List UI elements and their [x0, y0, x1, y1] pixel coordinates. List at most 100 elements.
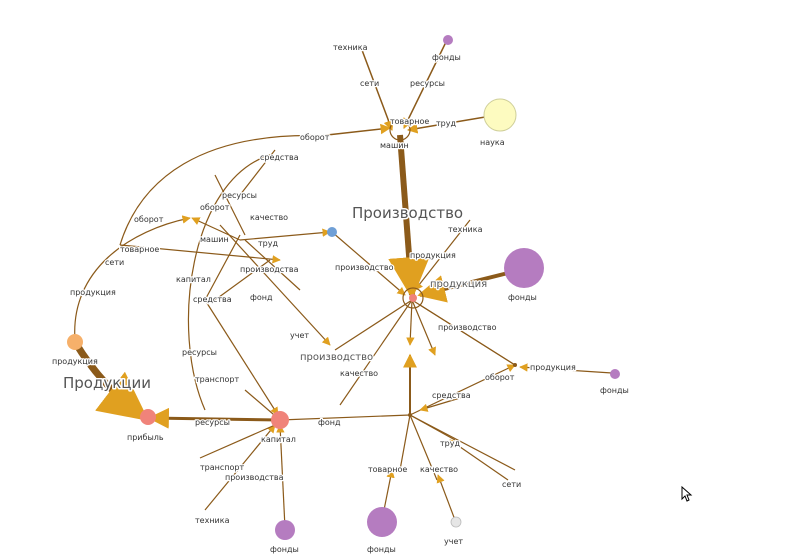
- labels: Производство Продукции производство прод…: [51, 42, 630, 556]
- edge-mesh2: [119, 244, 281, 264]
- node-salmon-mid[interactable]: [271, 411, 289, 429]
- edge-mesh1: [219, 224, 331, 346]
- edge-top3: [406, 114, 498, 134]
- edge-big-left: [72, 340, 149, 421]
- label-kapital: капитал: [261, 435, 296, 444]
- label-seti-left: сети: [105, 258, 124, 267]
- node-gray-bottom[interactable]: [450, 516, 462, 528]
- edge-lh7: [409, 414, 456, 441]
- label-tehnika-bottom: техника: [195, 516, 230, 525]
- label-fondy-bottom: фонды: [367, 545, 396, 554]
- label-produkciya-left2: продукция: [70, 288, 116, 297]
- edge-c3: [411, 299, 436, 356]
- edges: [72, 41, 613, 529]
- edge-mesh10: [239, 149, 276, 196]
- label-oborot-top: оборот: [300, 133, 330, 142]
- node-purple-right[interactable]: [504, 248, 544, 288]
- label-uchet: учет: [444, 537, 463, 546]
- node-lower-hub[interactable]: [408, 413, 412, 417]
- label-proizvodstva: производства: [225, 473, 284, 482]
- label-sredstva: средства: [432, 391, 471, 400]
- label-uchet-mid: учет: [290, 331, 309, 340]
- edge-mesh4: [214, 174, 246, 236]
- edge-mesh3: [204, 234, 241, 301]
- label-transport-mid: транспорт: [195, 375, 239, 384]
- label-trud: труд: [440, 439, 460, 448]
- mouse-cursor-icon: [681, 486, 693, 502]
- label-kachestvo-left: качество: [250, 213, 288, 222]
- label-fond-mid: фонд: [250, 293, 273, 302]
- label-produkciya-right-small: продукция: [530, 363, 576, 372]
- label-produkcii: Продукции: [63, 374, 151, 392]
- node-top-hub[interactable]: [389, 119, 411, 141]
- node-salmon-left[interactable]: [140, 409, 156, 425]
- label-produkciya-right: продукция: [430, 279, 487, 290]
- label-oborot: оборот: [485, 373, 515, 382]
- label-proizvodstvo-center: производство: [300, 352, 373, 363]
- label-proizvodstvo: Производство: [352, 204, 463, 222]
- edge-right-purple: [417, 268, 521, 303]
- label-produkciya-mid: продукция: [410, 251, 456, 260]
- node-blue[interactable]: [327, 227, 337, 237]
- label-trud-top: труд: [436, 119, 456, 128]
- edge-top4: [317, 123, 392, 137]
- edge-lh10: [449, 439, 509, 481]
- label-fondy-right: фонды: [508, 293, 537, 302]
- edge-lh5: [409, 414, 438, 481]
- edge-c6: [339, 299, 413, 406]
- label-fondy-top: фонды: [432, 53, 461, 62]
- edge-top1: [361, 49, 394, 131]
- label-seti-top: сети: [360, 79, 379, 88]
- label-trud-mid: труд: [258, 239, 278, 248]
- label-mashin: машин: [380, 141, 409, 150]
- edge-right-small: [519, 363, 613, 374]
- nodes: [67, 35, 620, 540]
- edge-ll3: [204, 424, 276, 511]
- label-transport: транспорт: [200, 463, 244, 472]
- label-sredstva-mid: средства: [193, 295, 232, 304]
- label-pribyl: прибыль: [127, 433, 164, 442]
- label-kachestvo: качество: [420, 465, 458, 474]
- label-fond: фонд: [318, 418, 341, 427]
- label-mashin-left: машин: [200, 235, 229, 244]
- label-tovarnoe-left: товарное: [120, 245, 159, 254]
- label-oborot-left2: оборот: [134, 215, 164, 224]
- node-center-dot[interactable]: [409, 294, 417, 302]
- label-tovarnoe: товарное: [368, 465, 407, 474]
- node-purple-top[interactable]: [443, 35, 453, 45]
- node-purple-bottom-left[interactable]: [275, 520, 295, 540]
- label-proizvodstvo-mid2: производство: [335, 263, 394, 272]
- label-produkciya-left: продукция: [52, 357, 98, 366]
- node-purple-bottom[interactable]: [367, 507, 397, 537]
- edge-ll1: [147, 407, 281, 429]
- node-yellow[interactable]: [483, 98, 517, 132]
- label-resursy: ресурсы: [195, 418, 230, 427]
- edge-mesh9: [191, 217, 241, 241]
- edge-lh11: [419, 394, 471, 412]
- edge-left-loop: [74, 215, 191, 341]
- node-right-hub[interactable]: [513, 363, 517, 367]
- node-center-hub[interactable]: [402, 287, 424, 309]
- edge-mesh5: [244, 239, 301, 291]
- label-nauka: наука: [480, 138, 505, 147]
- label-resursy-mid: ресурсы: [182, 348, 217, 357]
- edge-big-loop: [187, 154, 271, 411]
- edge-lh4: [399, 414, 411, 471]
- edge-loop-top: [119, 134, 331, 246]
- edge-ll2: [276, 424, 286, 529]
- edge-c2: [406, 299, 415, 346]
- label-proizvodstvo-right: производство: [438, 323, 497, 332]
- label-tovarnoe-top: товарное: [390, 117, 429, 126]
- edge-right-hub-center: [419, 304, 516, 366]
- label-tehnika-mid: техника: [448, 225, 483, 234]
- label-seti: сети: [502, 480, 521, 489]
- label-proizvodstva-mid: производства: [240, 265, 299, 274]
- edge-lh3: [279, 414, 411, 424]
- node-orange-left[interactable]: [67, 334, 83, 350]
- edge-c5: [334, 299, 413, 351]
- edge-mesh7: [239, 228, 331, 241]
- label-tehnika-top: техника: [333, 43, 368, 52]
- label-kapital-mid: капитал: [176, 275, 211, 284]
- node-purple-small-right[interactable]: [610, 369, 620, 379]
